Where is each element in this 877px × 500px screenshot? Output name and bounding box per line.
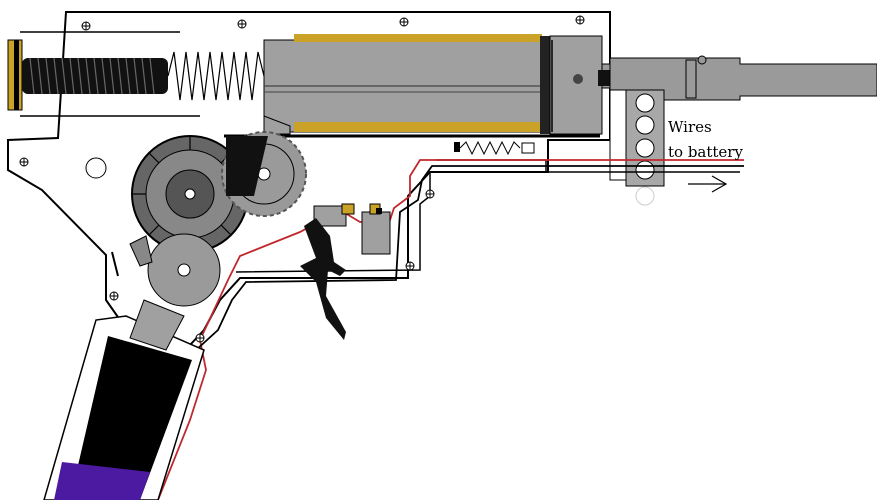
annotation-line1: Wires — [668, 118, 712, 136]
screws — [19, 15, 585, 343]
motor-wire-black — [179, 165, 744, 361]
selector-spring — [454, 140, 535, 156]
annotation-line2: to battery — [668, 143, 743, 161]
spur-gear — [131, 135, 249, 253]
anti-reversal-latch — [111, 235, 153, 277]
barrel-nozzle — [598, 55, 877, 101]
spring-compressed — [22, 57, 168, 95]
trigger — [300, 218, 346, 340]
shell-hole — [85, 157, 107, 179]
trigger-switch — [313, 203, 391, 255]
spring-extended — [167, 51, 265, 101]
motor — [43, 299, 205, 500]
bevel-gear — [147, 233, 221, 307]
arrow-right-icon — [688, 175, 728, 193]
piston-cylinder — [263, 34, 603, 135]
wire-connector-block — [625, 89, 665, 206]
sector-gear — [221, 131, 307, 217]
